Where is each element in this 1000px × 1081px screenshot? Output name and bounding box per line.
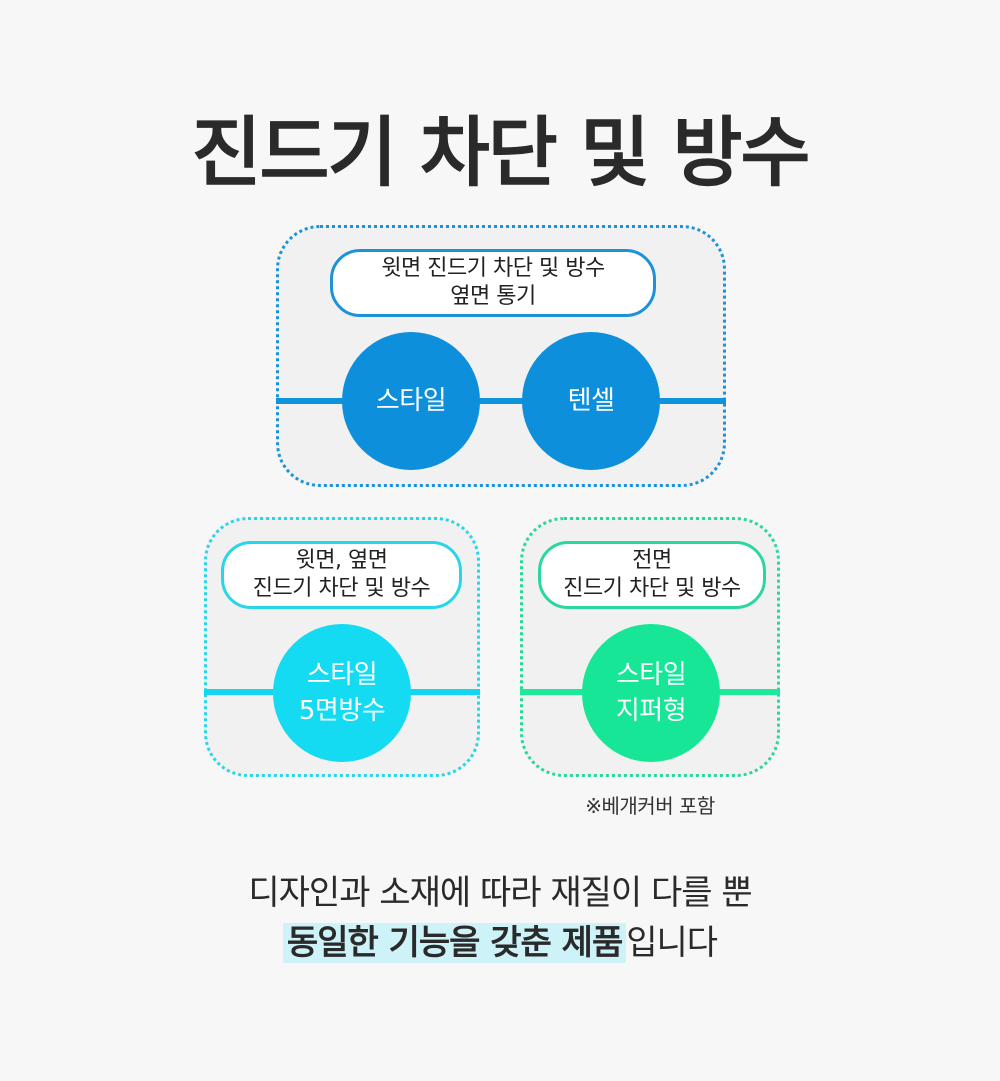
bottom-line2-rest: 입니다 bbox=[626, 923, 718, 963]
top-connector-line bbox=[276, 398, 726, 404]
right-circle-line2: 지퍼형 bbox=[615, 696, 687, 726]
style-circle: 스타일 bbox=[342, 332, 480, 470]
top-pill-line2: 옆면 통기 bbox=[450, 284, 536, 309]
left-circle-line1: 스타일 bbox=[306, 660, 378, 690]
bottom-line1: 디자인과 소재에 따라 재질이 다를 뿐 bbox=[248, 873, 752, 913]
tencel-circle-label: 텐셀 bbox=[567, 386, 615, 416]
left-feature-pill: 윗면, 옆면 진드기 차단 및 방수 bbox=[221, 541, 462, 609]
bottom-highlight: 동일한 기능을 갖춘 제품 bbox=[282, 923, 627, 963]
right-feature-pill: 전면 진드기 차단 및 방수 bbox=[538, 541, 766, 609]
top-feature-pill: 윗면 진드기 차단 및 방수 옆면 통기 bbox=[330, 249, 656, 317]
right-pill-line2: 진드기 차단 및 방수 bbox=[563, 576, 741, 601]
right-circle-line1: 스타일 bbox=[615, 660, 687, 690]
page-title: 진드기 차단 및 방수 bbox=[191, 108, 811, 197]
right-pill-line1: 전면 bbox=[632, 548, 672, 573]
pillow-cover-note: ※베개커버 포함 bbox=[585, 794, 715, 818]
style-zipper-circle: 스타일 지퍼형 bbox=[582, 624, 720, 762]
style-5side-circle: 스타일 5면방수 bbox=[273, 624, 411, 762]
left-pill-line1: 윗면, 옆면 bbox=[295, 548, 388, 573]
left-circle-line2: 5면방수 bbox=[298, 696, 386, 726]
style-circle-label: 스타일 bbox=[375, 386, 447, 416]
tencel-circle: 텐셀 bbox=[522, 332, 660, 470]
top-pill-line1: 윗면 진드기 차단 및 방수 bbox=[381, 256, 605, 281]
left-pill-line2: 진드기 차단 및 방수 bbox=[252, 576, 431, 601]
